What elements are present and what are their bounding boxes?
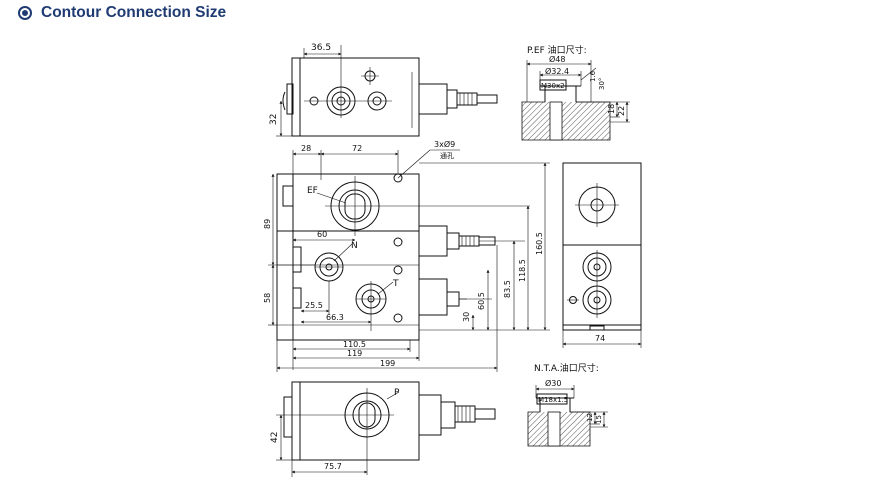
- nta-detail-title: N.T.A.油口尺寸:: [534, 362, 599, 374]
- port-label-t: T: [392, 279, 399, 289]
- nta-port-detail: N.T.A.油口尺寸: Ø30 M18x1.5 12 15: [527, 362, 608, 447]
- bottom-view: P 42 75.7: [270, 381, 496, 477]
- dim-60: 60: [317, 230, 327, 239]
- holes-callout-sub: 通孔: [440, 151, 454, 160]
- dim-25-5: 25.5: [305, 301, 323, 310]
- dim-110-5: 110.5: [343, 340, 366, 349]
- nta-thread: M18x1.5: [538, 396, 568, 404]
- port-label-ef: EF: [307, 186, 318, 196]
- dim-42: 42: [270, 432, 280, 443]
- nta-dim-30: Ø30: [545, 378, 561, 388]
- nta-dim-12: 12: [586, 413, 594, 422]
- pef-dim-18: 18: [607, 104, 616, 114]
- dim-58: 58: [263, 293, 272, 303]
- dim-89: 89: [263, 219, 272, 229]
- dim-60-5: 60.5: [477, 292, 486, 310]
- dim-72: 72: [352, 144, 362, 153]
- port-label-p: P: [394, 388, 400, 398]
- pef-angle: 30°: [598, 78, 606, 90]
- pef-dim-22: 22: [617, 106, 626, 116]
- pef-port-detail: P.EF 油口尺寸: Ø48 Ø32.4 M30x2 1.6 30° 18 22: [521, 44, 630, 141]
- port-label-n: N: [351, 241, 358, 251]
- front-view: 30 60.5 83.5 118.5 160.5 28 72 3xØ9 通孔 E…: [263, 139, 550, 372]
- top-view: 36.5 32: [269, 43, 498, 137]
- radio-selected-icon: [18, 6, 32, 20]
- dim-75-7: 75.7: [324, 462, 342, 471]
- pef-dim-1-6: 1.6: [589, 70, 597, 82]
- pef-thread: M30x2: [541, 82, 565, 90]
- dim-66-3: 66.3: [326, 313, 344, 322]
- holes-callout: 3xØ9: [434, 139, 455, 149]
- dim-28: 28: [301, 144, 311, 153]
- pef-dim-32-4: Ø32.4: [545, 66, 569, 76]
- pef-dim-48: Ø48: [549, 54, 565, 64]
- section-header: Contour Connection Size: [18, 3, 226, 23]
- dim-118-5: 118.5: [518, 259, 527, 282]
- dim-32: 32: [269, 114, 279, 125]
- side-view: 74: [562, 162, 642, 348]
- dim-199: 199: [380, 359, 395, 368]
- nta-dim-15: 15: [595, 415, 603, 424]
- dim-119: 119: [347, 349, 362, 358]
- dim-36-5: 36.5: [311, 43, 331, 53]
- dim-74: 74: [595, 334, 605, 343]
- dim-160-5: 160.5: [535, 232, 544, 255]
- section-title: Contour Connection Size: [41, 4, 227, 21]
- dim-30: 30: [462, 312, 471, 322]
- dim-83-5: 83.5: [503, 280, 512, 298]
- pef-detail-title: P.EF 油口尺寸:: [527, 44, 587, 56]
